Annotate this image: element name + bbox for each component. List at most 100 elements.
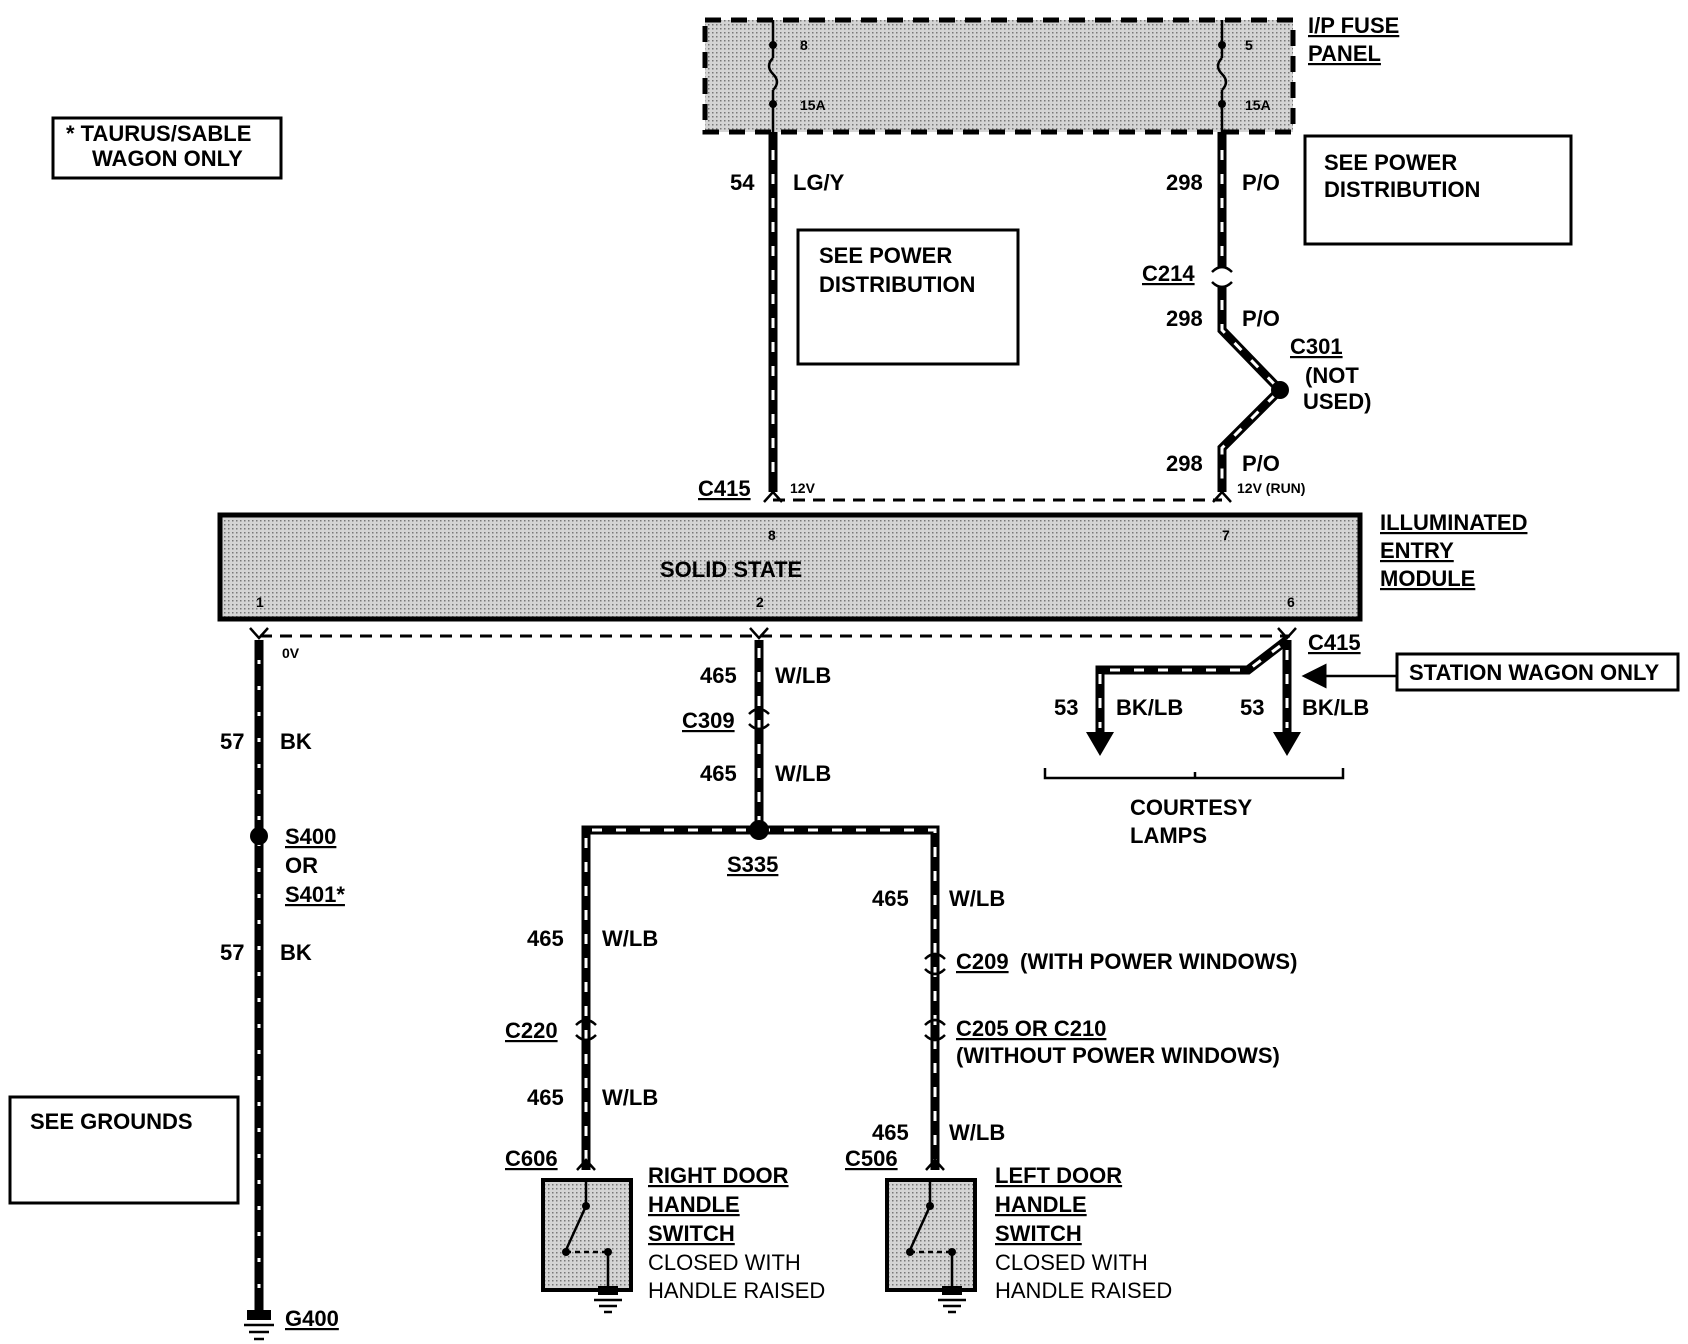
circuit-465-number-2: 465 [700, 761, 737, 786]
fuse-panel-box [702, 17, 1296, 135]
circuit-298-color-3: P/O [1242, 451, 1280, 476]
see-grounds-note: SEE GROUNDS [8, 1095, 240, 1205]
c301-note-1: (NOT [1305, 363, 1359, 388]
voltage-0v: 0V [282, 645, 300, 661]
left-switch-contact-icon [906, 1180, 956, 1290]
courtesy-lamps-label-2: LAMPS [1130, 823, 1207, 848]
fuse-5: 5 15A [1216, 20, 1271, 132]
circuit-57-color-2: BK [280, 940, 312, 965]
module-pin-2: 2 [756, 594, 764, 610]
station-wagon-only-text: STATION WAGON ONLY [1409, 660, 1659, 685]
right-switch-state-1: CLOSED WITH [648, 1250, 801, 1275]
circuit-54-color: LG/Y [793, 170, 845, 195]
circuit-465-color-3: W/LB [602, 926, 658, 951]
left-switch-title-1: LEFT DOOR [995, 1163, 1122, 1188]
fuse-5-rating: 15A [1245, 97, 1271, 113]
circuit-54-wire: 54 LG/Y C415 12V [698, 132, 845, 503]
ip-fuse-panel: I/P FUSE PANEL 8 15A 5 15A [702, 13, 1399, 135]
c506-label: C506 [845, 1146, 898, 1171]
fuse-8-element-icon [767, 57, 779, 91]
circuit-465-wire: 465 W/LB C309 465 W/LB S335 465 W/LB C22… [505, 627, 1297, 1171]
c301-connector-icon [1271, 381, 1289, 399]
courtesy-lamps-label-1: COURTESY [1130, 795, 1253, 820]
c214-connector-icon [1211, 265, 1233, 273]
left-switch-state-1: CLOSED WITH [995, 1250, 1148, 1275]
fuse-panel-title-1: I/P FUSE [1308, 13, 1399, 38]
c415-bottom-label: C415 [1308, 630, 1361, 655]
right-switch-title-1: RIGHT DOOR [648, 1163, 789, 1188]
c220-connector-icon [575, 1018, 597, 1026]
module-title-3: MODULE [1380, 566, 1475, 591]
module-pin-1: 1 [256, 594, 264, 610]
circuit-53-wire: C415 53 BK/LB 53 BK/LB COURTESY LAMPS [1043, 627, 1369, 848]
circuit-57-color-1: BK [280, 729, 312, 754]
right-door-handle-switch: RIGHT DOOR HANDLE SWITCH CLOSED WITH HAN… [541, 1163, 825, 1314]
left-switch-title-2: HANDLE [995, 1192, 1087, 1217]
fuse-panel-title-2: PANEL [1308, 41, 1381, 66]
circuit-465-number-1: 465 [700, 663, 737, 688]
splice-s401: S401* [285, 882, 345, 907]
circuit-298-color-2: P/O [1242, 306, 1280, 331]
module-pin-6: 6 [1287, 594, 1295, 610]
ground-g400: G400 [285, 1306, 339, 1331]
c214-label: C214 [1142, 261, 1195, 286]
s335-splice-icon [749, 820, 769, 840]
circuit-465-color-1: W/LB [775, 663, 831, 688]
module-pin-7: 7 [1222, 527, 1230, 543]
fuse-8-rating: 15A [800, 97, 826, 113]
circuit-57-wire: 0V 57 BK S400 OR S401* 57 BK G400 [220, 627, 345, 1341]
module-center-text: SOLID STATE [660, 557, 802, 582]
c309-label: C309 [682, 708, 735, 733]
wagon-only-note-line1: * TAURUS/SABLE [66, 121, 251, 146]
circuit-53-color-1: BK/LB [1116, 695, 1183, 720]
left-switch-ground-icon [938, 1286, 966, 1314]
module-pin-8: 8 [768, 527, 776, 543]
module-title-1: ILLUMINATED [1380, 510, 1527, 535]
left-door-handle-switch: LEFT DOOR HANDLE SWITCH CLOSED WITH HAND… [885, 1163, 1172, 1314]
circuit-57-number-1: 57 [220, 729, 244, 754]
circuit-298-number-3: 298 [1166, 451, 1203, 476]
c301-label: C301 [1290, 334, 1343, 359]
c606-label: C606 [505, 1146, 558, 1171]
circuit-465-number-5: 465 [872, 886, 909, 911]
right-switch-state-2: HANDLE RAISED [648, 1278, 825, 1303]
circuit-54-number: 54 [730, 170, 755, 195]
courtesy-lamp-arrow-right-icon [1273, 732, 1301, 756]
wagon-only-note-line2: WAGON ONLY [92, 146, 243, 171]
circuit-298-number-2: 298 [1166, 306, 1203, 331]
circuit-465-color-6: W/LB [949, 1120, 1005, 1145]
circuit-298-number-1: 298 [1166, 170, 1203, 195]
c205-connector-icon [924, 1018, 946, 1026]
circuit-465-color-2: W/LB [775, 761, 831, 786]
circuit-465-number-6: 465 [872, 1120, 909, 1145]
splice-s335: S335 [727, 852, 778, 877]
fuse-8-number: 8 [800, 37, 808, 53]
c220-label: C220 [505, 1018, 558, 1043]
fuse-5-number: 5 [1245, 37, 1253, 53]
c209-connector-icon [924, 952, 946, 960]
circuit-465-number-3: 465 [527, 926, 564, 951]
see-power-right-line1: SEE POWER [1324, 150, 1457, 175]
voltage-12v-run: 12V (RUN) [1237, 480, 1305, 496]
circuit-298-wire: 298 P/O C214 298 P/O C301 (NOT USED) 298… [1142, 132, 1371, 503]
circuit-53-number-2: 53 [1240, 695, 1264, 720]
right-switch-ground-icon [594, 1286, 622, 1314]
left-switch-state-2: HANDLE RAISED [995, 1278, 1172, 1303]
circuit-57-number-2: 57 [220, 940, 244, 965]
see-power-left-line2: DISTRIBUTION [819, 272, 975, 297]
circuit-465-number-4: 465 [527, 1085, 564, 1110]
module-box [217, 512, 1363, 622]
left-switch-title-3: SWITCH [995, 1221, 1082, 1246]
see-power-left-line1: SEE POWER [819, 243, 952, 268]
courtesy-lamp-arrow-left-icon [1086, 732, 1114, 756]
station-wagon-only-callout: STATION WAGON ONLY [1301, 652, 1680, 692]
see-power-right-line2: DISTRIBUTION [1324, 177, 1480, 202]
illuminated-entry-module: SOLID STATE 8 7 1 2 6 ILLUMINATED ENTRY … [217, 510, 1527, 622]
circuit-53-number-1: 53 [1054, 695, 1078, 720]
right-switch-title-3: SWITCH [648, 1221, 735, 1246]
g400-ground-icon [244, 1310, 274, 1341]
c209-note: (WITH POWER WINDOWS) [1020, 949, 1297, 974]
wagon-only-note: * TAURUS/SABLE WAGON ONLY [51, 116, 283, 180]
